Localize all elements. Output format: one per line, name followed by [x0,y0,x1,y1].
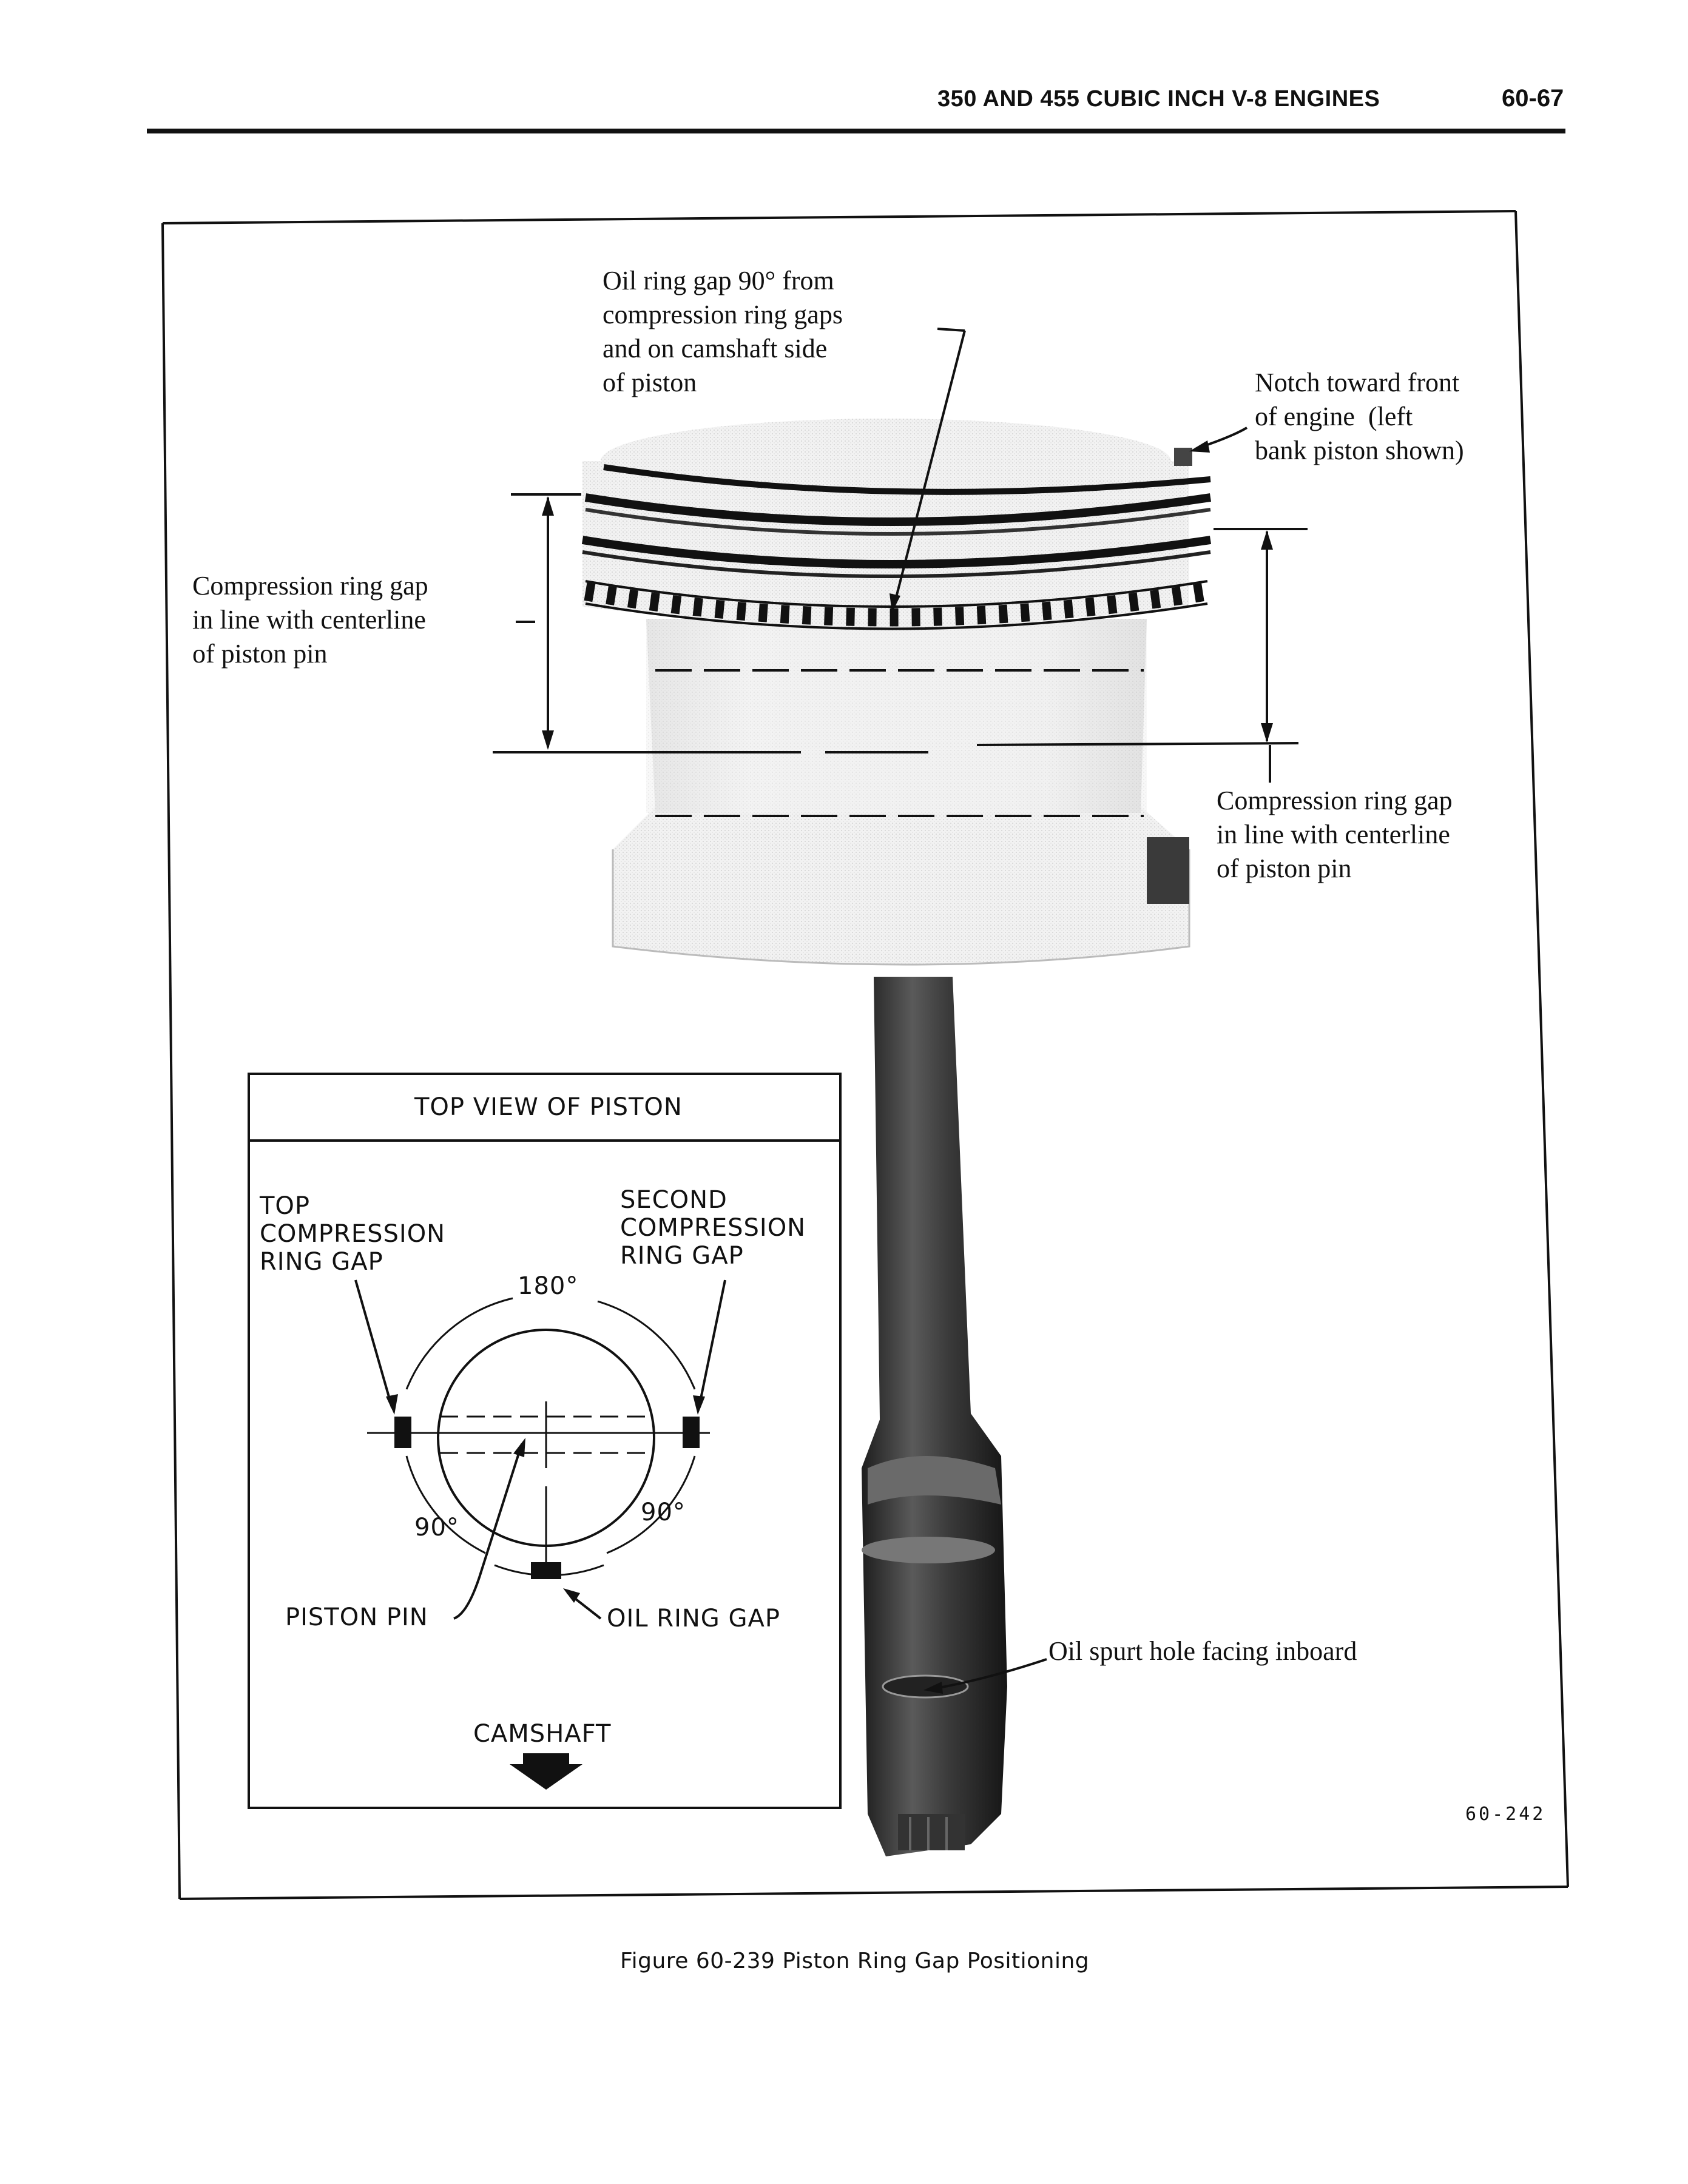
left-dimension [511,493,581,750]
top-compression-gap-label: TOP COMPRESSION RING GAP [260,1192,446,1276]
oil-spurt-callout: Oil spurt hole facing inboard [1048,1636,1357,1666]
inset-oil-ring-gap-label: OIL RING GAP [607,1605,780,1633]
oil-ring-gap-callout: Oil ring gap 90° from compression ring g… [603,266,843,397]
section-title: 350 AND 455 CUBIC INCH V-8 ENGINES [937,86,1380,112]
page-number: 60-67 [1502,85,1564,112]
compression-gap-left-callout: Compression ring gap in line with center… [192,571,428,669]
connecting-rod [862,977,1007,1856]
right-dimension [1214,528,1308,783]
oil-spurt-leader [923,1658,1047,1694]
second-compression-gap-label: SECOND COMPRESSION RING GAP [620,1186,806,1270]
angle-180-label: 180° [518,1272,579,1300]
compression-gap-right-callout: Compression ring gap in line with center… [1217,786,1453,883]
notch-leader [1189,426,1248,453]
figure-caption: Figure 60-239 Piston Ring Gap Positionin… [620,1949,1090,1973]
inset-top-view [248,1073,842,1809]
oil-ring-gap-leader [890,328,966,613]
header-rule [147,129,1565,133]
piston [493,419,1299,966]
notch-callout: Notch toward front of engine (left bank … [1255,368,1464,465]
angle-90-right-label: 90° [641,1498,686,1526]
figure-id: 60-242 [1465,1804,1546,1825]
piston-pin-label: PISTON PIN [285,1603,428,1631]
camshaft-label: CAMSHAFT [473,1720,612,1748]
inset-title: TOP VIEW OF PISTON [414,1093,683,1121]
angle-90-left-label: 90° [414,1514,459,1542]
figure-frame [161,210,1569,1900]
